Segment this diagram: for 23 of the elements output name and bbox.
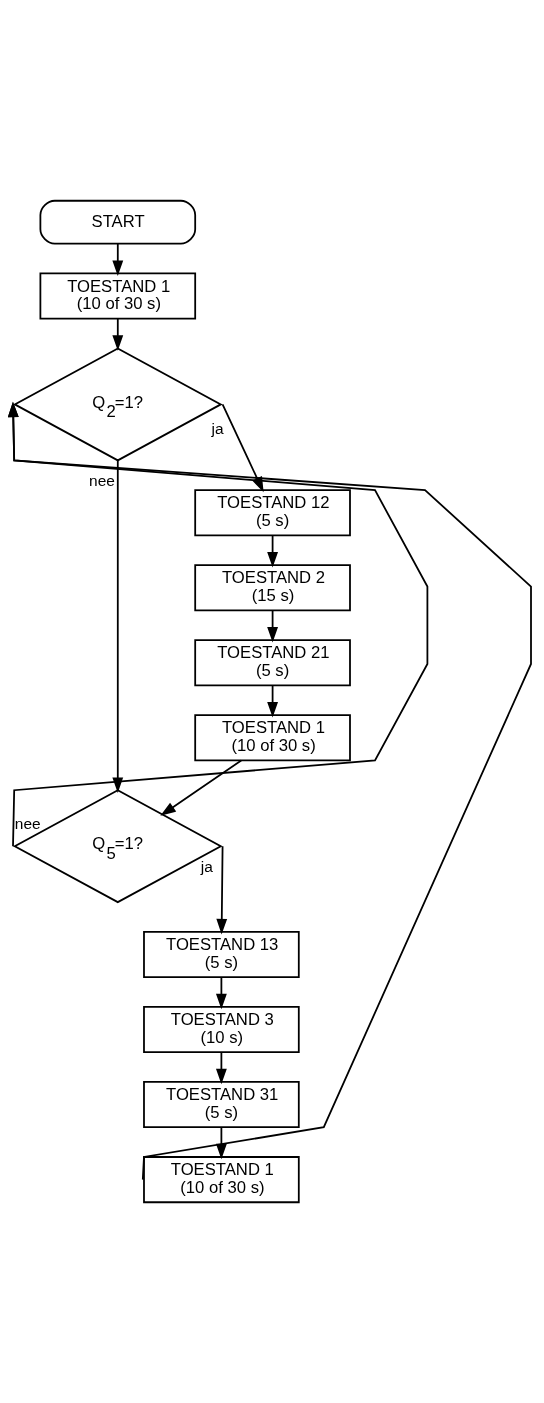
arrow	[112, 317, 124, 351]
edge-label: nee	[14, 815, 41, 833]
node-box: TOESTAND 2 (15 s)	[194, 564, 351, 612]
arrow	[112, 242, 124, 276]
node-box: TOESTAND 12 (5 s)	[194, 489, 351, 537]
node-box: TOESTAND 31 (5 s)	[143, 1081, 300, 1129]
node-box: TOESTAND 1 (10 of 30 s)	[39, 272, 197, 320]
arrow	[8, 401, 532, 1181]
node-box: TOESTAND 1 (10 of 30 s)	[143, 1156, 300, 1204]
edge-label: ja	[211, 420, 224, 438]
arrow	[160, 759, 243, 816]
arrow	[216, 845, 228, 935]
node-box: TOESTAND 1 (10 of 30 s)	[194, 714, 351, 762]
arrow	[8, 401, 429, 848]
node-box: TOESTAND 3 (10 s)	[143, 1006, 300, 1054]
arrow	[215, 1051, 227, 1085]
node-box: TOESTAND 13 (5 s)	[143, 931, 300, 979]
node-box: TOESTAND 21 (5 s)	[194, 639, 351, 687]
arrow	[215, 976, 227, 1010]
edge-label: ja	[200, 857, 213, 875]
node-box: START	[39, 199, 197, 245]
arrow	[112, 459, 124, 793]
edge-label: nee	[89, 471, 115, 489]
